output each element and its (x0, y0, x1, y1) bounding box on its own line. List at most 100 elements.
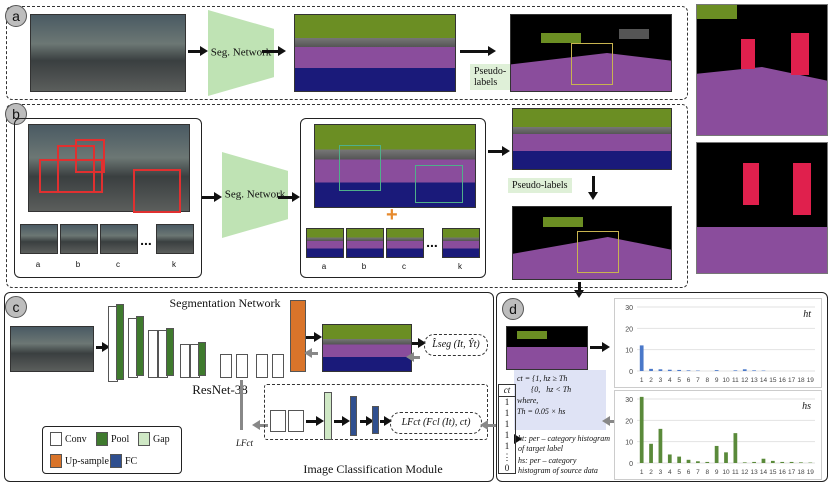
x-tick-label: 9 (715, 377, 719, 384)
bar (677, 456, 682, 463)
crop-label-c: c (116, 260, 120, 269)
panel-c-prediction (322, 324, 412, 372)
panel-a-zoom (696, 4, 828, 136)
pred-crop-b (346, 228, 384, 258)
conv-layer-10 (272, 354, 284, 378)
y-tick-label: 20 (625, 418, 633, 425)
bar (649, 443, 653, 463)
crop-ellipsis: ... (140, 232, 152, 248)
bar (639, 345, 644, 371)
panel-b-pseudo-labels-tag: Pseudo-labels (508, 178, 572, 193)
legend-pool: Pool (96, 432, 129, 446)
panel-c-arrow-2 (306, 332, 322, 342)
legend-gap: Gap (138, 432, 170, 446)
pred-crop-label-b: b (361, 262, 367, 271)
legend-conv-swatch (50, 432, 62, 446)
legend-fc: FC (110, 454, 137, 468)
x-tick-label: 8 (705, 377, 709, 384)
ct-value: 1 (504, 419, 510, 429)
panel-b-crop-box (14, 118, 202, 278)
x-tick-label: 17 (788, 377, 796, 384)
bar (639, 396, 644, 463)
panel-a-label: a (5, 5, 27, 27)
legend-fc-swatch (110, 454, 122, 468)
hs-description: hs: per – category histogram of source d… (518, 456, 598, 475)
x-tick-label: 18 (797, 469, 805, 476)
panel-a-pseudo-label-image (510, 14, 672, 92)
cls-arrow-3 (360, 416, 374, 426)
bar (686, 370, 691, 371)
branch-line (240, 380, 243, 430)
bar (649, 368, 653, 371)
panel-b-prediction-box (300, 118, 486, 278)
cls-gap-layer (324, 392, 332, 440)
x-tick-label: 1 (640, 377, 644, 384)
x-tick-label: 3 (659, 377, 663, 384)
plus-icon: + (386, 204, 398, 226)
seg-network-title: Segmentation Network (169, 296, 281, 310)
ct-value: ⋮ (502, 452, 512, 462)
x-tick-label: 10 (722, 469, 730, 476)
cls-arrow-1 (306, 416, 324, 426)
panel-a-pseudo-labels-tag: Pseudo-labels (470, 64, 512, 90)
x-tick-label: 4 (668, 469, 672, 476)
bar (742, 462, 747, 463)
lfct-label: LFct (236, 438, 253, 448)
panel-d-arrow-from-hs (602, 416, 618, 426)
x-tick-label: 7 (696, 469, 700, 476)
bar (761, 458, 766, 463)
ct-value: 1 (504, 430, 510, 440)
bar (780, 461, 785, 463)
crop-label-b: b (75, 260, 81, 269)
b-to-d-arrow (574, 282, 584, 298)
x-tick-label: 14 (760, 469, 768, 476)
panel-c-arrow-1 (96, 342, 110, 352)
pred-crop-ellipsis: ... (426, 234, 438, 250)
pred-crop-label-c: c (402, 262, 406, 271)
legend-upsample-swatch (50, 454, 62, 468)
bar (724, 452, 728, 463)
x-tick-label: 6 (687, 469, 691, 476)
panel-c-back-arrow-1 (304, 348, 318, 358)
panel-b-arrow-3 (488, 146, 510, 156)
cls-fc-layer-2 (372, 406, 379, 434)
panel-a-arrow-1 (188, 46, 208, 56)
bar (667, 369, 672, 371)
x-tick-label: 16 (779, 469, 787, 476)
legend-conv: Conv (50, 432, 87, 446)
panel-b-label: b (5, 103, 27, 125)
x-tick-label: 15 (769, 377, 777, 384)
formula-line-1: ct = {1, hz ≥ Th (517, 374, 568, 383)
x-tick-label: 4 (668, 377, 672, 384)
conv-layer-3 (148, 330, 158, 378)
panel-c-arrow-3 (412, 338, 426, 348)
x-tick-label: 13 (750, 377, 758, 384)
bar (705, 461, 710, 463)
panel-c-back-arrow-2 (406, 352, 420, 362)
panel-a-arrow-3 (460, 46, 496, 56)
bar (667, 454, 672, 463)
formula-line-4: Th = 0.05 × hs (517, 407, 566, 416)
x-tick-label: 10 (722, 377, 730, 384)
bar (742, 369, 747, 371)
crop-k (156, 224, 194, 254)
ct-value: 1 (504, 441, 510, 451)
cls-conv-2 (288, 410, 304, 432)
panel-a-prediction (294, 14, 456, 92)
panel-d-arrow-to-ht (590, 342, 610, 352)
backbone-label: ResNet-38 (192, 382, 248, 397)
x-tick-label: 17 (788, 469, 796, 476)
ct-value: 1 (504, 397, 510, 407)
pred-crop-label-k: k (458, 262, 462, 271)
pred-crop-a (306, 228, 344, 258)
panel-b-arrow-2 (278, 192, 300, 202)
panel-c (4, 292, 494, 482)
bar (752, 461, 756, 463)
panel-b-merged-prediction (512, 108, 672, 170)
bar (677, 369, 682, 371)
histogram-name: ht (803, 309, 811, 320)
ct-header: ct (499, 385, 515, 397)
panel-a-input-image (30, 14, 186, 92)
